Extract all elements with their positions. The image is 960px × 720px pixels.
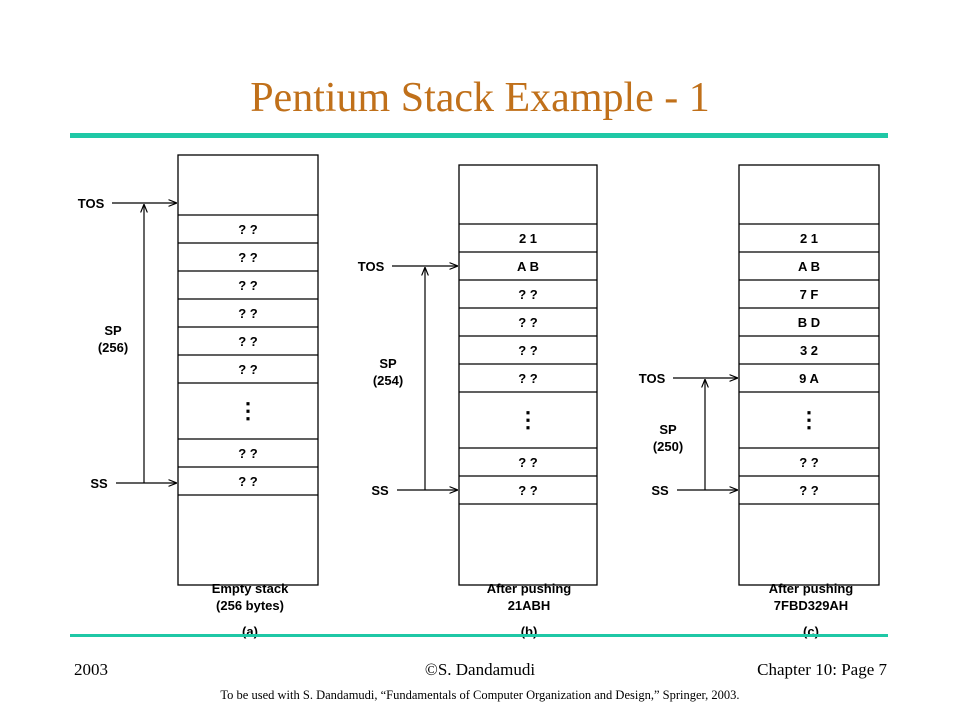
footer-note: To be used with S. Dandamudi, “Fundament… [220,688,740,702]
stack-a-sp-label: SP [104,323,122,338]
stack-c-cell: ? ? [799,455,819,470]
stack-a-frame [177,154,319,586]
stack-a-cell: ? ? [238,446,258,461]
stack-b-ellipsis: ⋮ [517,407,539,432]
stack-c-cell: ? ? [799,483,819,498]
stack-a: ? ? ? ? ? ? ? ? ? ? ? ? ⋮ ? ? ? ? TOS SS… [78,154,319,639]
footer-year: 2003 [74,660,108,679]
stack-a-cell: ? ? [238,474,258,489]
stack-c: 2 1 A B 7 F B D 3 2 9 A ⋮ ? ? ? ? TOS SS… [639,164,880,639]
stack-c-ellipsis: ⋮ [798,407,820,432]
footer-chapter: Chapter 10: Page 7 [757,660,887,679]
stack-b-cell: ? ? [518,371,538,386]
stack-c-sp-value: (250) [653,439,683,454]
stack-c-ss-label: SS [651,483,669,498]
stack-c-cell: B D [798,315,820,330]
title-divider [70,133,888,138]
stack-b-caption-line2: 21ABH [508,598,551,613]
stack-b-sp-label: SP [379,356,397,371]
stack-b-frame [458,164,598,586]
stack-b-tos-label: TOS [358,259,385,274]
stack-a-ss-label: SS [90,476,108,491]
stack-b-cell: A B [517,259,539,274]
stack-b-cell: ? ? [518,455,538,470]
footer-author: ©S. Dandamudi [424,660,536,679]
stack-b-ss-label: SS [371,483,389,498]
stack-b-cell: ? ? [518,483,538,498]
stack-b-sp-value: (254) [373,373,403,388]
stack-b-cell: ? ? [518,287,538,302]
stack-b-cell: ? ? [518,343,538,358]
stack-b-cell: 2 1 [519,231,537,246]
stack-a-cell: ? ? [238,362,258,377]
stack-c-tos-label: TOS [639,371,666,386]
stack-a-ellipsis: ⋮ [237,398,259,423]
stack-a-sp-value: (256) [98,340,128,355]
stack-c-sp-label: SP [659,422,677,437]
stack-c-cell: 2 1 [800,231,818,246]
stack-c-caption-line1: After pushing [769,581,854,596]
stack-c-cell: 3 2 [800,343,818,358]
stack-a-cell: ? ? [238,250,258,265]
stack-a-caption-line1: Empty stack [212,581,289,596]
stack-c-cell: 7 F [800,287,819,302]
stack-b-cell: ? ? [518,315,538,330]
footer-divider [70,634,888,637]
stack-c-cell: 9 A [799,371,819,386]
stack-a-cell: ? ? [238,278,258,293]
stack-c-cell: A B [798,259,820,274]
stack-c-frame [738,164,880,586]
slide-title: Pentium Stack Example - 1 [250,75,710,121]
stack-a-caption-line2: (256 bytes) [216,598,284,613]
stack-b-caption-line1: After pushing [487,581,572,596]
stack-c-caption-line2: 7FBD329AH [774,598,848,613]
stack-a-tos-label: TOS [78,196,105,211]
stack-b: 2 1 A B ? ? ? ? ? ? ? ? ⋮ ? ? ? ? TOS SS… [358,164,598,639]
stack-a-cell: ? ? [238,306,258,321]
stack-a-cell: ? ? [238,334,258,349]
stack-a-cell: ? ? [238,222,258,237]
